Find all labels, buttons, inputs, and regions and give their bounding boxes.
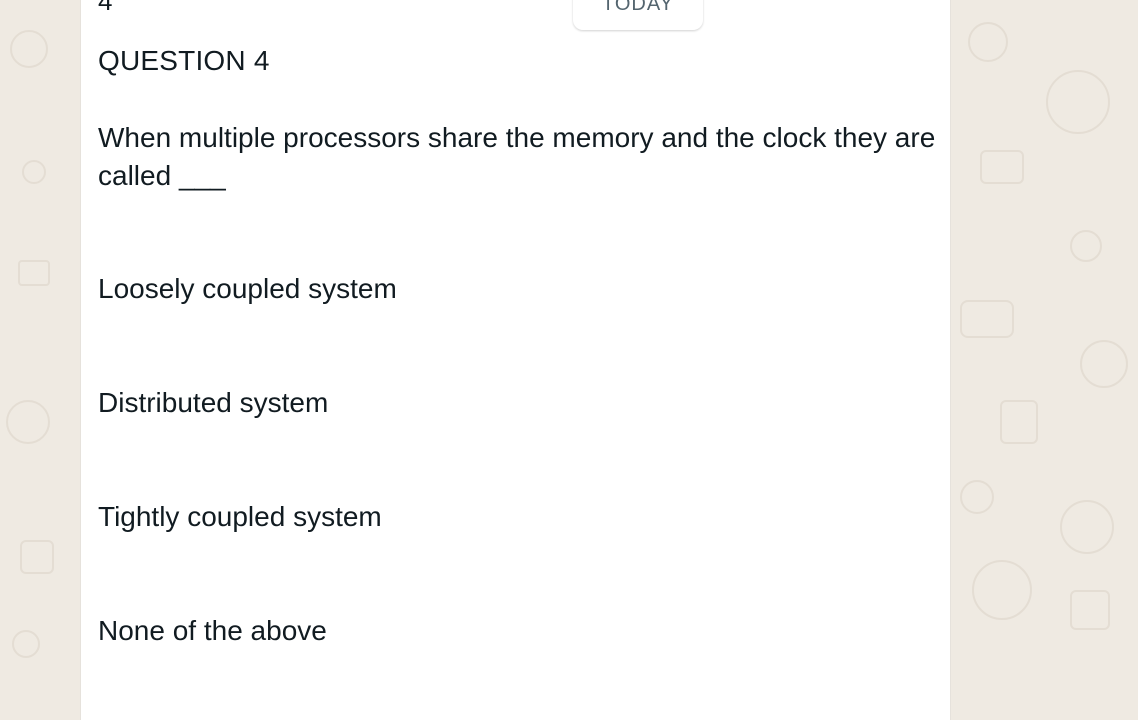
doodle-circle-icon [12, 630, 40, 658]
date-divider: TODAY [573, 0, 703, 30]
answer-option-2: Distributed system [98, 387, 329, 418]
answer-option-3: Tightly coupled system [98, 501, 382, 532]
doodle-square-icon [18, 260, 50, 286]
answer-option-1: Loosely coupled system [98, 273, 397, 304]
doodle-circle-icon [1080, 340, 1128, 388]
doodle-circle-icon [1060, 500, 1114, 554]
doodle-circle-icon [6, 400, 50, 444]
previous-message-fragment: 4 [98, 0, 113, 16]
doodle-circle-icon [1070, 230, 1102, 262]
doodle-circle-icon [968, 22, 1008, 62]
message-bubble[interactable] [80, 0, 951, 720]
doodle-circle-icon [10, 30, 48, 68]
doodle-square-icon [980, 150, 1024, 184]
doodle-square-icon [20, 540, 54, 574]
doodle-user-icon [1046, 70, 1110, 134]
question-text: When multiple processors share the memor… [98, 122, 936, 191]
doodle-circle-icon [22, 160, 46, 184]
doodle-square-icon [960, 300, 1014, 338]
doodle-circle-icon [960, 480, 994, 514]
doodle-square-icon [1000, 400, 1038, 444]
answer-option-4: None of the above [98, 615, 327, 646]
question-heading: QUESTION 4 [98, 45, 270, 76]
doodle-face-icon [972, 560, 1032, 620]
doodle-square-icon [1070, 590, 1110, 630]
